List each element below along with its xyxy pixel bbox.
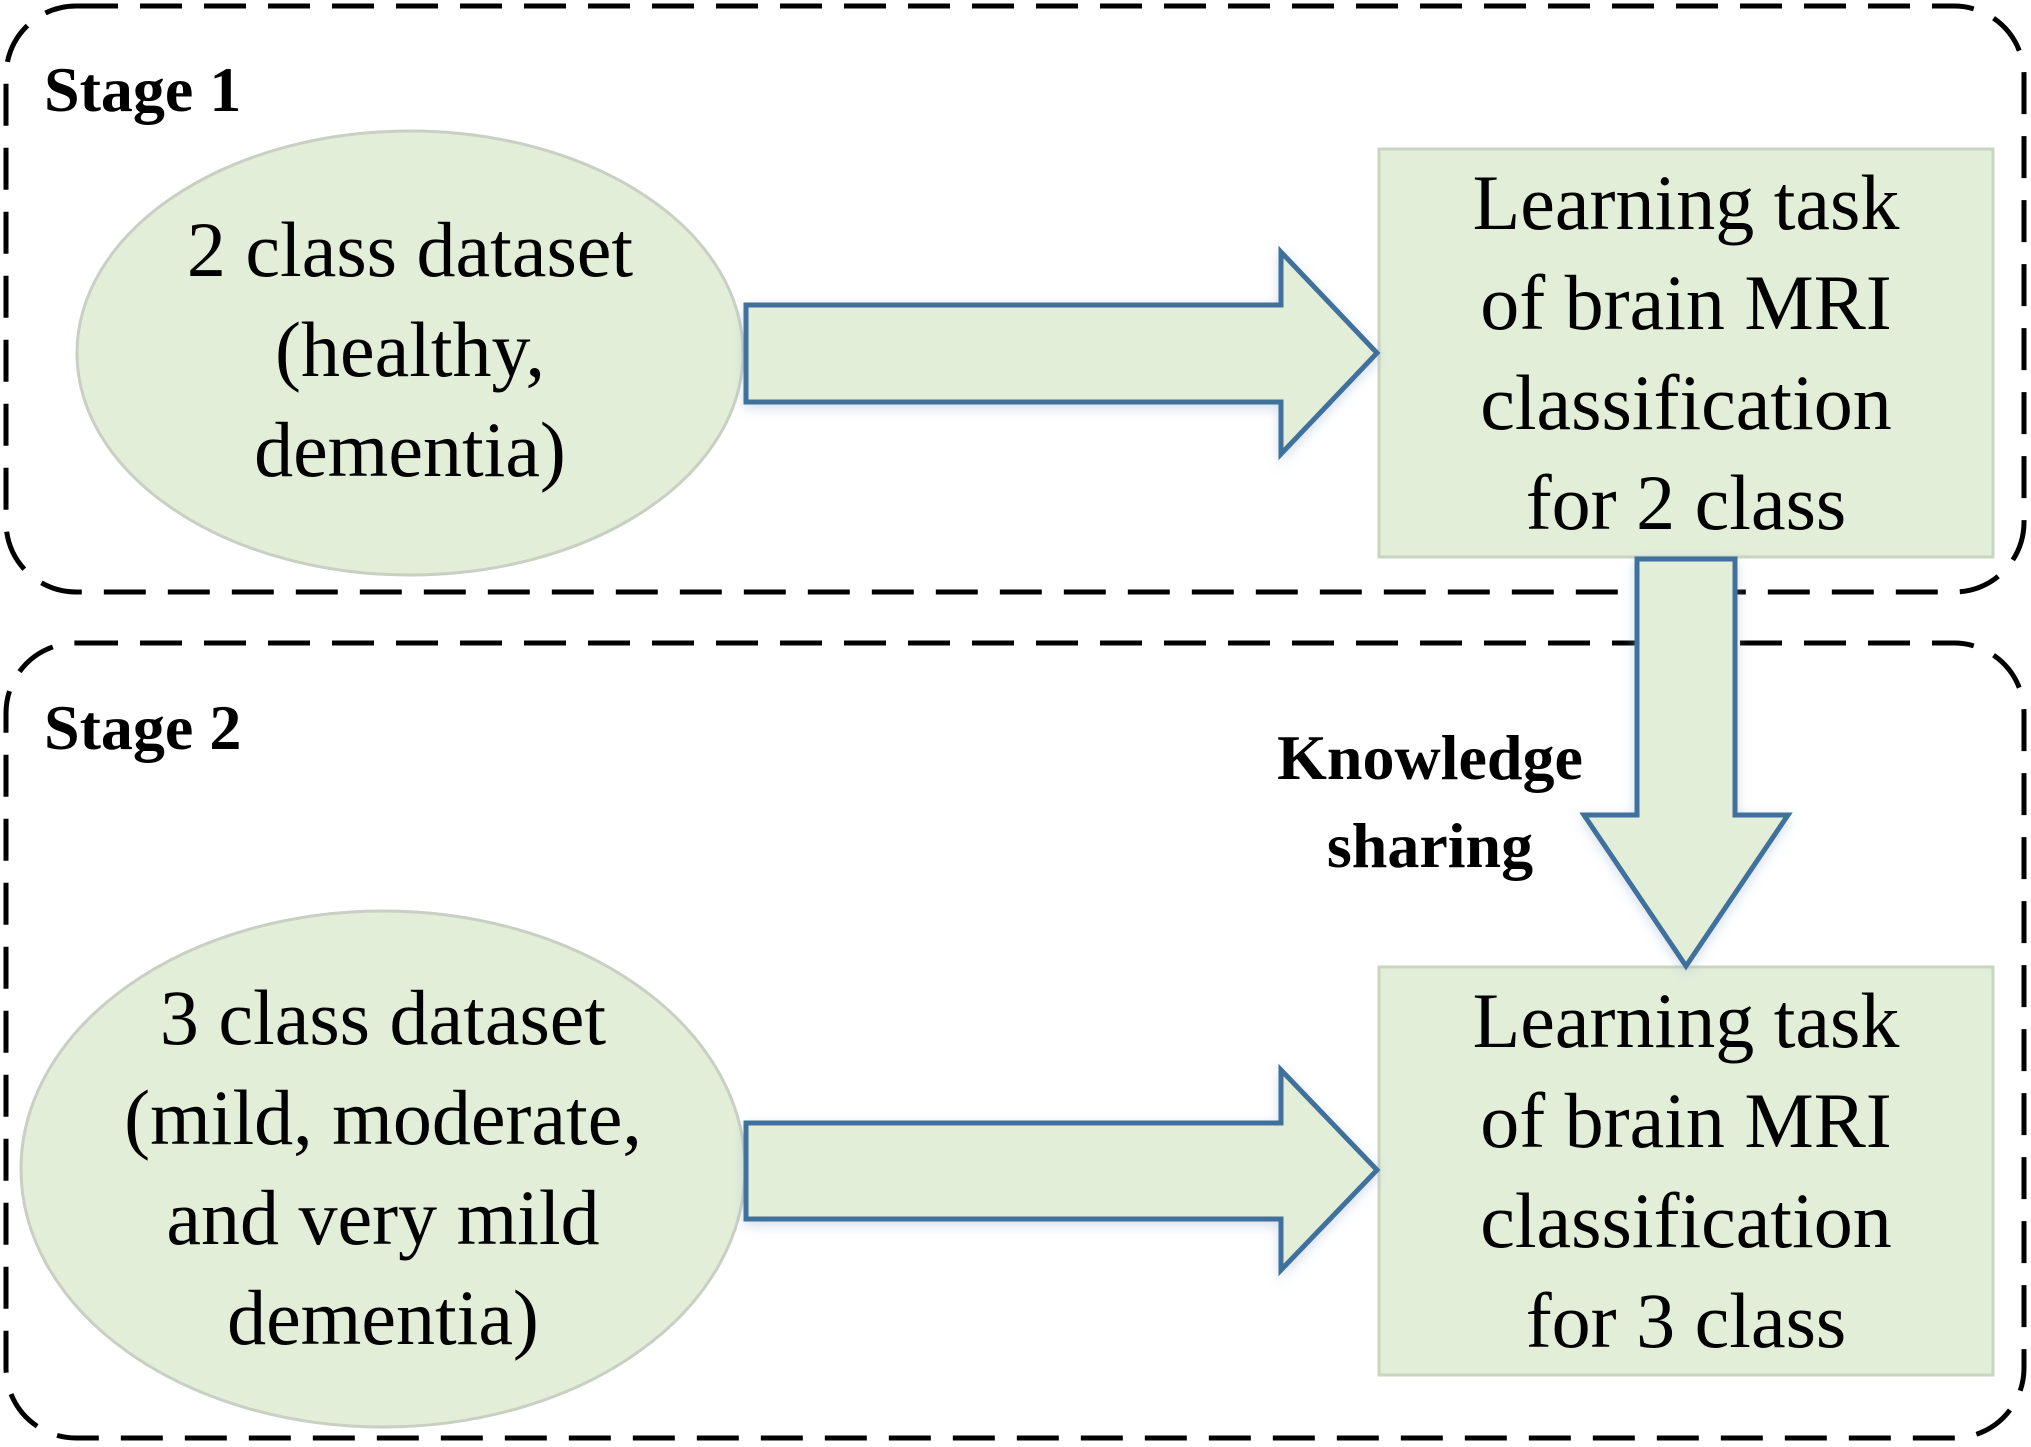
stage-1-container xyxy=(3,3,2027,595)
stage-2-container xyxy=(3,640,2027,1441)
task-3class-line-1: Learning task xyxy=(1472,977,1900,1064)
dataset-3class-line-2: (mild, moderate, xyxy=(124,1074,642,1161)
dataset-3class-line-1: 3 class dataset xyxy=(159,974,607,1061)
task-2class-line-3: classification xyxy=(1480,359,1892,446)
task-2class-box xyxy=(1377,147,1995,559)
arrow-stage1-right xyxy=(743,245,1381,461)
task-2class-line-2: of brain MRI xyxy=(1480,259,1892,346)
stage-1-label: Stage 1 xyxy=(44,54,242,125)
dataset-3class-line-4: dementia) xyxy=(227,1274,539,1361)
task-2class-line-1: Learning task xyxy=(1472,159,1900,246)
stage-2-label: Stage 2 xyxy=(44,692,242,763)
dataset-2class-line-1: 2 class dataset xyxy=(186,206,634,293)
dataset-2class-text: 2 class dataset (healthy, dementia) xyxy=(100,200,720,500)
knowledge-sharing-line-2: sharing xyxy=(1326,810,1534,881)
dataset-2class-ellipse xyxy=(75,129,745,577)
task-2class-text: Learning task of brain MRI classificatio… xyxy=(1379,149,1993,557)
dataset-3class-text: 3 class dataset (mild, moderate, and ver… xyxy=(40,968,726,1368)
knowledge-sharing-line-1: Knowledge xyxy=(1277,722,1583,793)
task-3class-line-2: of brain MRI xyxy=(1480,1077,1892,1164)
arrow-stage2-right xyxy=(743,1063,1381,1277)
dataset-3class-line-3: and very mild xyxy=(166,1174,600,1261)
task-3class-line-3: classification xyxy=(1480,1177,1892,1264)
dataset-2class-line-2: (healthy, xyxy=(275,306,545,393)
task-3class-line-4: for 3 class xyxy=(1525,1277,1847,1364)
knowledge-sharing-label: Knowledge sharing xyxy=(1230,714,1630,890)
arrow-knowledge-sharing-down xyxy=(1579,556,1793,971)
dataset-2class-line-3: dementia) xyxy=(254,406,566,493)
task-2class-line-4: for 2 class xyxy=(1525,459,1847,546)
task-3class-text: Learning task of brain MRI classificatio… xyxy=(1379,967,1993,1375)
task-3class-box xyxy=(1377,965,1995,1377)
